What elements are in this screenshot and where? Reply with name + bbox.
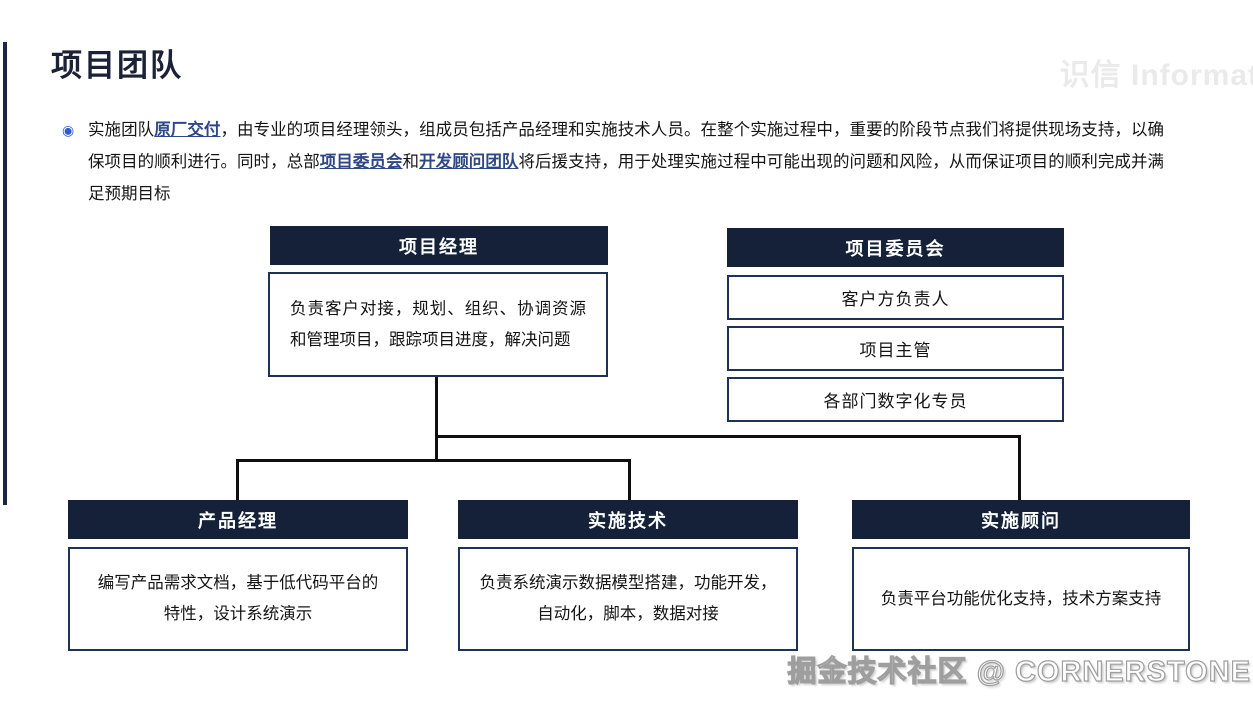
watermark-bottom-right: 掘金技术社区 @ CORNERSTONE [787,655,1251,688]
connector-consult-vertical [1018,435,1021,500]
intro-segment: 和 [402,153,420,171]
org-desc-project-manager-text: 负责客户对接，规划、组织、协调资源和管理项目，跟踪项目进度，解决问题 [290,299,586,349]
connector-product-vertical [236,459,239,500]
intro-segment: 将后援支持，用于处理实施过程中可能出现的问题和风险，从而保证项目的顺利完成并满足… [88,153,1165,203]
org-desc-implementation-consultant: 负责平台功能优化支持，技术方案支持 [852,547,1190,651]
intro-segment-emphasis: 开发顾问团队 [419,153,519,171]
bullet-icon: ◉ [62,122,75,138]
org-header-project-committee: 项目委员会 [727,228,1064,267]
org-header-implementation-tech: 实施技术 [458,500,798,539]
left-accent-bar [3,42,7,505]
intro-segment: ，由专业的项目经理领头，组成员包括产品经理和实施技术人员。在整个实施过程中，重要… [88,121,1164,171]
connector-tech-vertical [628,459,631,500]
org-desc-product-manager-text: 编写产品需求文档，基于低代码平台的特性，设计系统演示 [97,574,379,623]
page-title: 项目团队 [51,48,183,83]
org-member-digital-specialists: 各部门数字化专员 [727,377,1064,422]
connector-pm-vertical [435,377,438,462]
watermark-top-right: 识信 Informat [1059,59,1253,92]
connector-lower-horizontal [236,459,631,462]
org-header-project-manager: 项目经理 [270,226,608,265]
org-desc-implementation-consultant-text: 负责平台功能优化支持，技术方案支持 [880,589,1162,608]
org-desc-product-manager: 编写产品需求文档，基于低代码平台的特性，设计系统演示 [68,547,408,651]
intro-paragraph: 实施团队原厂交付，由专业的项目经理领头，组成员包括产品经理和实施技术人员。在整个… [88,114,1164,210]
org-member-client-lead: 客户方负责人 [727,275,1064,320]
connector-upper-horizontal [435,435,1021,438]
org-header-implementation-consultant: 实施顾问 [852,500,1190,539]
intro-segment-emphasis: 项目委员会 [319,153,403,171]
org-member-project-supervisor: 项目主管 [727,326,1064,371]
org-desc-implementation-tech: 负责系统演示数据模型搭建，功能开发，自动化，脚本，数据对接 [458,547,798,651]
intro-segment-emphasis: 原厂交付 [154,121,221,139]
org-header-product-manager: 产品经理 [68,500,408,539]
org-desc-project-manager: 负责客户对接，规划、组织、协调资源和管理项目，跟踪项目进度，解决问题 [268,272,608,377]
org-desc-implementation-tech-text: 负责系统演示数据模型搭建，功能开发，自动化，脚本，数据对接 [479,574,777,623]
intro-segment: 实施团队 [88,121,155,139]
